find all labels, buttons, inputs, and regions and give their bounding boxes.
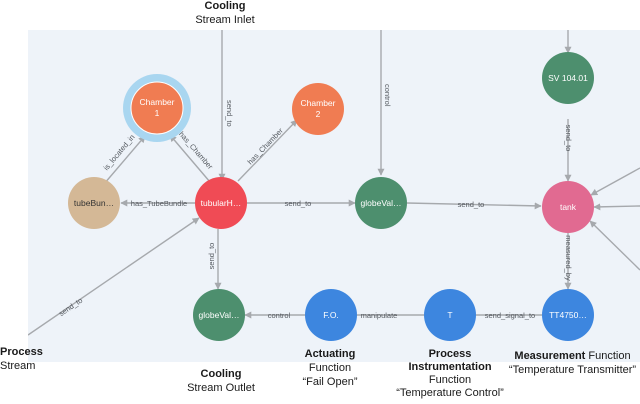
- edge-tubular-chamber2[interactable]: [237, 119, 298, 182]
- node-tubular-label: tubularH…: [201, 198, 242, 208]
- annotation-actuating-line2: Function: [308, 362, 352, 374]
- edge-label-t-fo: manipulate: [361, 311, 398, 320]
- svg-text:2: 2: [316, 109, 321, 119]
- edge-tank-b[interactable]: [593, 203, 640, 211]
- node-globe2-circle[interactable]: [193, 289, 245, 341]
- node-sv-circle[interactable]: [542, 52, 594, 104]
- annotation-process-instr-line2: Instrumentation: [408, 361, 492, 373]
- annotation-cooling-inlet-title: Cooling: [204, 0, 246, 12]
- edge-label-globe1-tank: send_to: [458, 200, 485, 209]
- annotation-cooling-inlet-sub: Stream Inlet: [195, 14, 255, 26]
- node-tt-label: TT4750…: [549, 310, 587, 320]
- annotation-actuating-line3: “Fail Open”: [302, 376, 358, 388]
- svg-text:Chamber: Chamber: [140, 97, 175, 107]
- annotation-measurement: Measurement Function “Temperature Transm…: [505, 349, 640, 377]
- edge-label-process-tubular: send_to: [57, 296, 84, 318]
- edge-tubular-chamber1[interactable]: [169, 134, 211, 183]
- node-tubebundle-label: tubeBun…: [74, 198, 114, 208]
- annotation-cooling-outlet-sub: Stream Outlet: [187, 382, 255, 394]
- annotation-process-instr-line4: “Temperature Control”: [396, 387, 504, 399]
- graph-canvas[interactable]: send_to control is_located_in has_Chambe…: [28, 30, 640, 362]
- edge-label-control-globe1: control: [383, 84, 392, 107]
- edge-tank-a[interactable]: [590, 167, 640, 196]
- annotation-measurement-line2: “Temperature Transmitter”: [508, 364, 637, 376]
- node-tubular-circle[interactable]: [195, 177, 247, 229]
- edge-label-has-tubebundle: has_TubeBundle: [131, 199, 187, 208]
- edge-label-fo-globe2: control: [268, 311, 291, 320]
- node-chamber1[interactable]: Chamber 1: [123, 74, 191, 142]
- node-chamber1-label-1: Chamber: [140, 97, 175, 107]
- edge-label-sv-tank: send_to: [564, 125, 573, 152]
- node-chamber1-circle[interactable]: [130, 81, 184, 135]
- annotation-actuating: Actuating Function “Fail Open”: [293, 347, 367, 389]
- annotation-process-stream-title: Process: [0, 346, 43, 358]
- annotation-process-instr-line3: Function: [428, 374, 472, 386]
- edge-label-tubular-globe1: send_to: [285, 199, 312, 208]
- edge-label-tank-tt: measured_by: [564, 235, 573, 281]
- node-fo-circle[interactable]: [305, 289, 357, 341]
- node-tt[interactable]: TT4750…: [542, 289, 594, 341]
- node-sv-label: SV 104.01: [548, 73, 588, 83]
- edge-label-has-chamber-2: has_Chamber: [246, 126, 286, 167]
- node-globe1-label: globeVal…: [361, 198, 402, 208]
- annotation-cooling-outlet-title: Cooling: [200, 368, 242, 380]
- annotation-measurement-title: Measurement: [514, 350, 586, 362]
- edge-label-tt-t: send_signal_to: [485, 311, 535, 320]
- edge-label-tubular-globe2: send_to: [207, 243, 216, 270]
- edge-globe1-tank[interactable]: [406, 202, 542, 210]
- annotation-cooling-outlet: Cooling Stream Outlet: [176, 367, 266, 395]
- node-tank-label: tank: [560, 202, 577, 212]
- node-globe2[interactable]: globeVal…: [193, 289, 245, 341]
- node-t-circle[interactable]: [424, 289, 476, 341]
- node-tt-circle[interactable]: [542, 289, 594, 341]
- graph-svg[interactable]: send_to control is_located_in has_Chambe…: [28, 30, 640, 362]
- edge-tubebundle-chamber1[interactable]: [103, 135, 146, 185]
- node-globe2-label: globeVal…: [199, 310, 240, 320]
- annotation-measurement-suffix: Function: [585, 350, 631, 362]
- node-tubebundle[interactable]: tubeBun…: [68, 177, 120, 229]
- node-globe1[interactable]: globeVal…: [355, 177, 407, 229]
- node-fo-label: F.O.: [323, 310, 339, 320]
- edge-label-stream-tubular: send_to: [225, 100, 234, 127]
- annotation-process-instr-title: Process: [428, 348, 472, 360]
- svg-text:Chamber: Chamber: [301, 98, 336, 108]
- node-tubular[interactable]: tubularH…: [195, 177, 247, 229]
- node-chamber1-label-2: 1: [155, 108, 160, 118]
- annotation-cooling-inlet: Cooling Stream Inlet: [190, 0, 260, 27]
- node-fo[interactable]: F.O.: [305, 289, 357, 341]
- node-tubebundle-circle[interactable]: [68, 177, 120, 229]
- annotation-process-instrumentation: Process Instrumentation Function “Temper…: [389, 348, 511, 400]
- edge-process-tubular[interactable]: [28, 217, 200, 336]
- annotation-process-stream: Process Stream: [0, 345, 44, 373]
- node-sv[interactable]: SV 104.01: [542, 52, 594, 104]
- svg-text:1: 1: [155, 108, 160, 118]
- node-chamber2-circle[interactable]: [292, 83, 344, 135]
- node-globe1-circle[interactable]: [355, 177, 407, 229]
- node-chamber2-label-2: 2: [316, 109, 321, 119]
- edge-tank-c[interactable]: [589, 220, 640, 271]
- annotation-actuating-title: Actuating: [304, 348, 356, 360]
- node-chamber2[interactable]: Chamber 2: [292, 83, 344, 135]
- node-chamber2-label-1: Chamber: [301, 98, 336, 108]
- node-t[interactable]: T: [424, 289, 476, 341]
- node-tank[interactable]: tank: [542, 181, 594, 233]
- node-tank-circle[interactable]: [542, 181, 594, 233]
- node-t-label: T: [447, 310, 452, 320]
- annotation-process-stream-sub: Stream: [0, 360, 36, 372]
